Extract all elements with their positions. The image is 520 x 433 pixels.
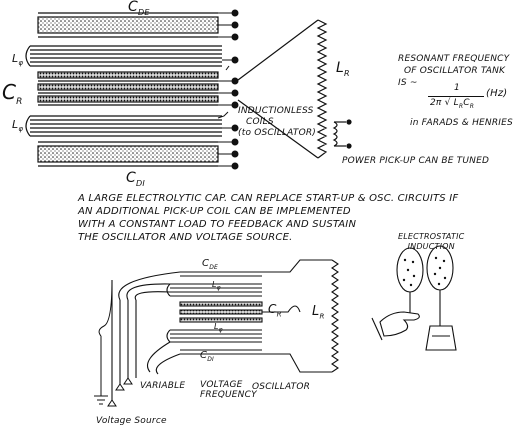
label-c-de-upper: CDE	[128, 0, 150, 17]
label-voltage-source: Voltage Source	[96, 416, 167, 426]
label-l-phi-top-upper: Lφ	[12, 52, 24, 68]
label-oscillator: OSCILLATOR	[252, 382, 311, 392]
fraction-bar	[428, 96, 484, 97]
label-variable: VARIABLE	[140, 381, 186, 391]
label-c-di-upper: CDI	[126, 170, 145, 188]
paragraph-line-1: A LARGE ELECTROLYTIC CAP. CAN REPLACE ST…	[78, 193, 459, 204]
resonance-line-2: OF OSCILLATOR TANK	[404, 66, 506, 76]
label-l-phi-top-lower: Lφ	[212, 280, 221, 292]
resonance-line-3: IS ~	[398, 78, 418, 88]
resonance-denominator: 2π √ LRCR	[430, 98, 475, 110]
label-c-r-lower: CR	[268, 302, 282, 319]
resonance-line-1: RESONANT FREQUENCY	[398, 54, 510, 64]
label-c-de-lower: CDE	[202, 258, 218, 271]
upper-lr-inductor	[237, 19, 352, 159]
lower-ground-symbols	[94, 279, 133, 407]
resonance-note: RESONANT FREQUENCY OF OSCILLATOR TANK IS…	[398, 53, 509, 89]
label-l-r-lower: LR	[312, 304, 325, 321]
upper-terminals	[218, 9, 239, 170]
label-l-phi-bottom-upper: Lφ	[12, 118, 24, 134]
paragraph-note: A LARGE ELECTROLYTIC CAP. CAN REPLACE ST…	[78, 192, 458, 244]
lower-capacitor-stack	[111, 259, 339, 400]
upper-capacitor-stack	[25, 12, 222, 167]
pickup-caption: POWER PICK-UP CAN BE TUNED	[342, 156, 490, 166]
label-voltage-frequency: VOLTAGE FREQUENCY	[200, 380, 257, 400]
electrostatic-illustration	[371, 245, 457, 351]
resonance-units-line: in FARADS & HENRIES	[410, 118, 513, 128]
resonance-unit: (Hz)	[486, 88, 508, 99]
inductionless-arrow	[217, 65, 230, 119]
resonance-numerator: 1	[454, 83, 460, 93]
paragraph-line-2: AN ADDITIONAL PICK-UP COIL CAN BE IMPLEM…	[78, 206, 351, 217]
electrostatic-label: ELECTROSTATIC INDUCTION	[398, 232, 465, 251]
paragraph-line-4: THE OSCILLATOR AND VOLTAGE SOURCE.	[78, 232, 293, 243]
label-c-di-lower: CDI	[200, 350, 214, 363]
label-l-phi-bottom-lower: Lφ	[214, 322, 223, 334]
label-l-r-upper: LR	[336, 60, 350, 78]
label-inductionless-coils: INDUCTIONLESS COILS (to OSCILLATOR)	[238, 106, 317, 138]
label-c-r-upper: CR	[2, 80, 23, 107]
paragraph-line-3: WITH A CONSTANT LOAD TO FEEDBACK AND SUS…	[78, 219, 357, 230]
